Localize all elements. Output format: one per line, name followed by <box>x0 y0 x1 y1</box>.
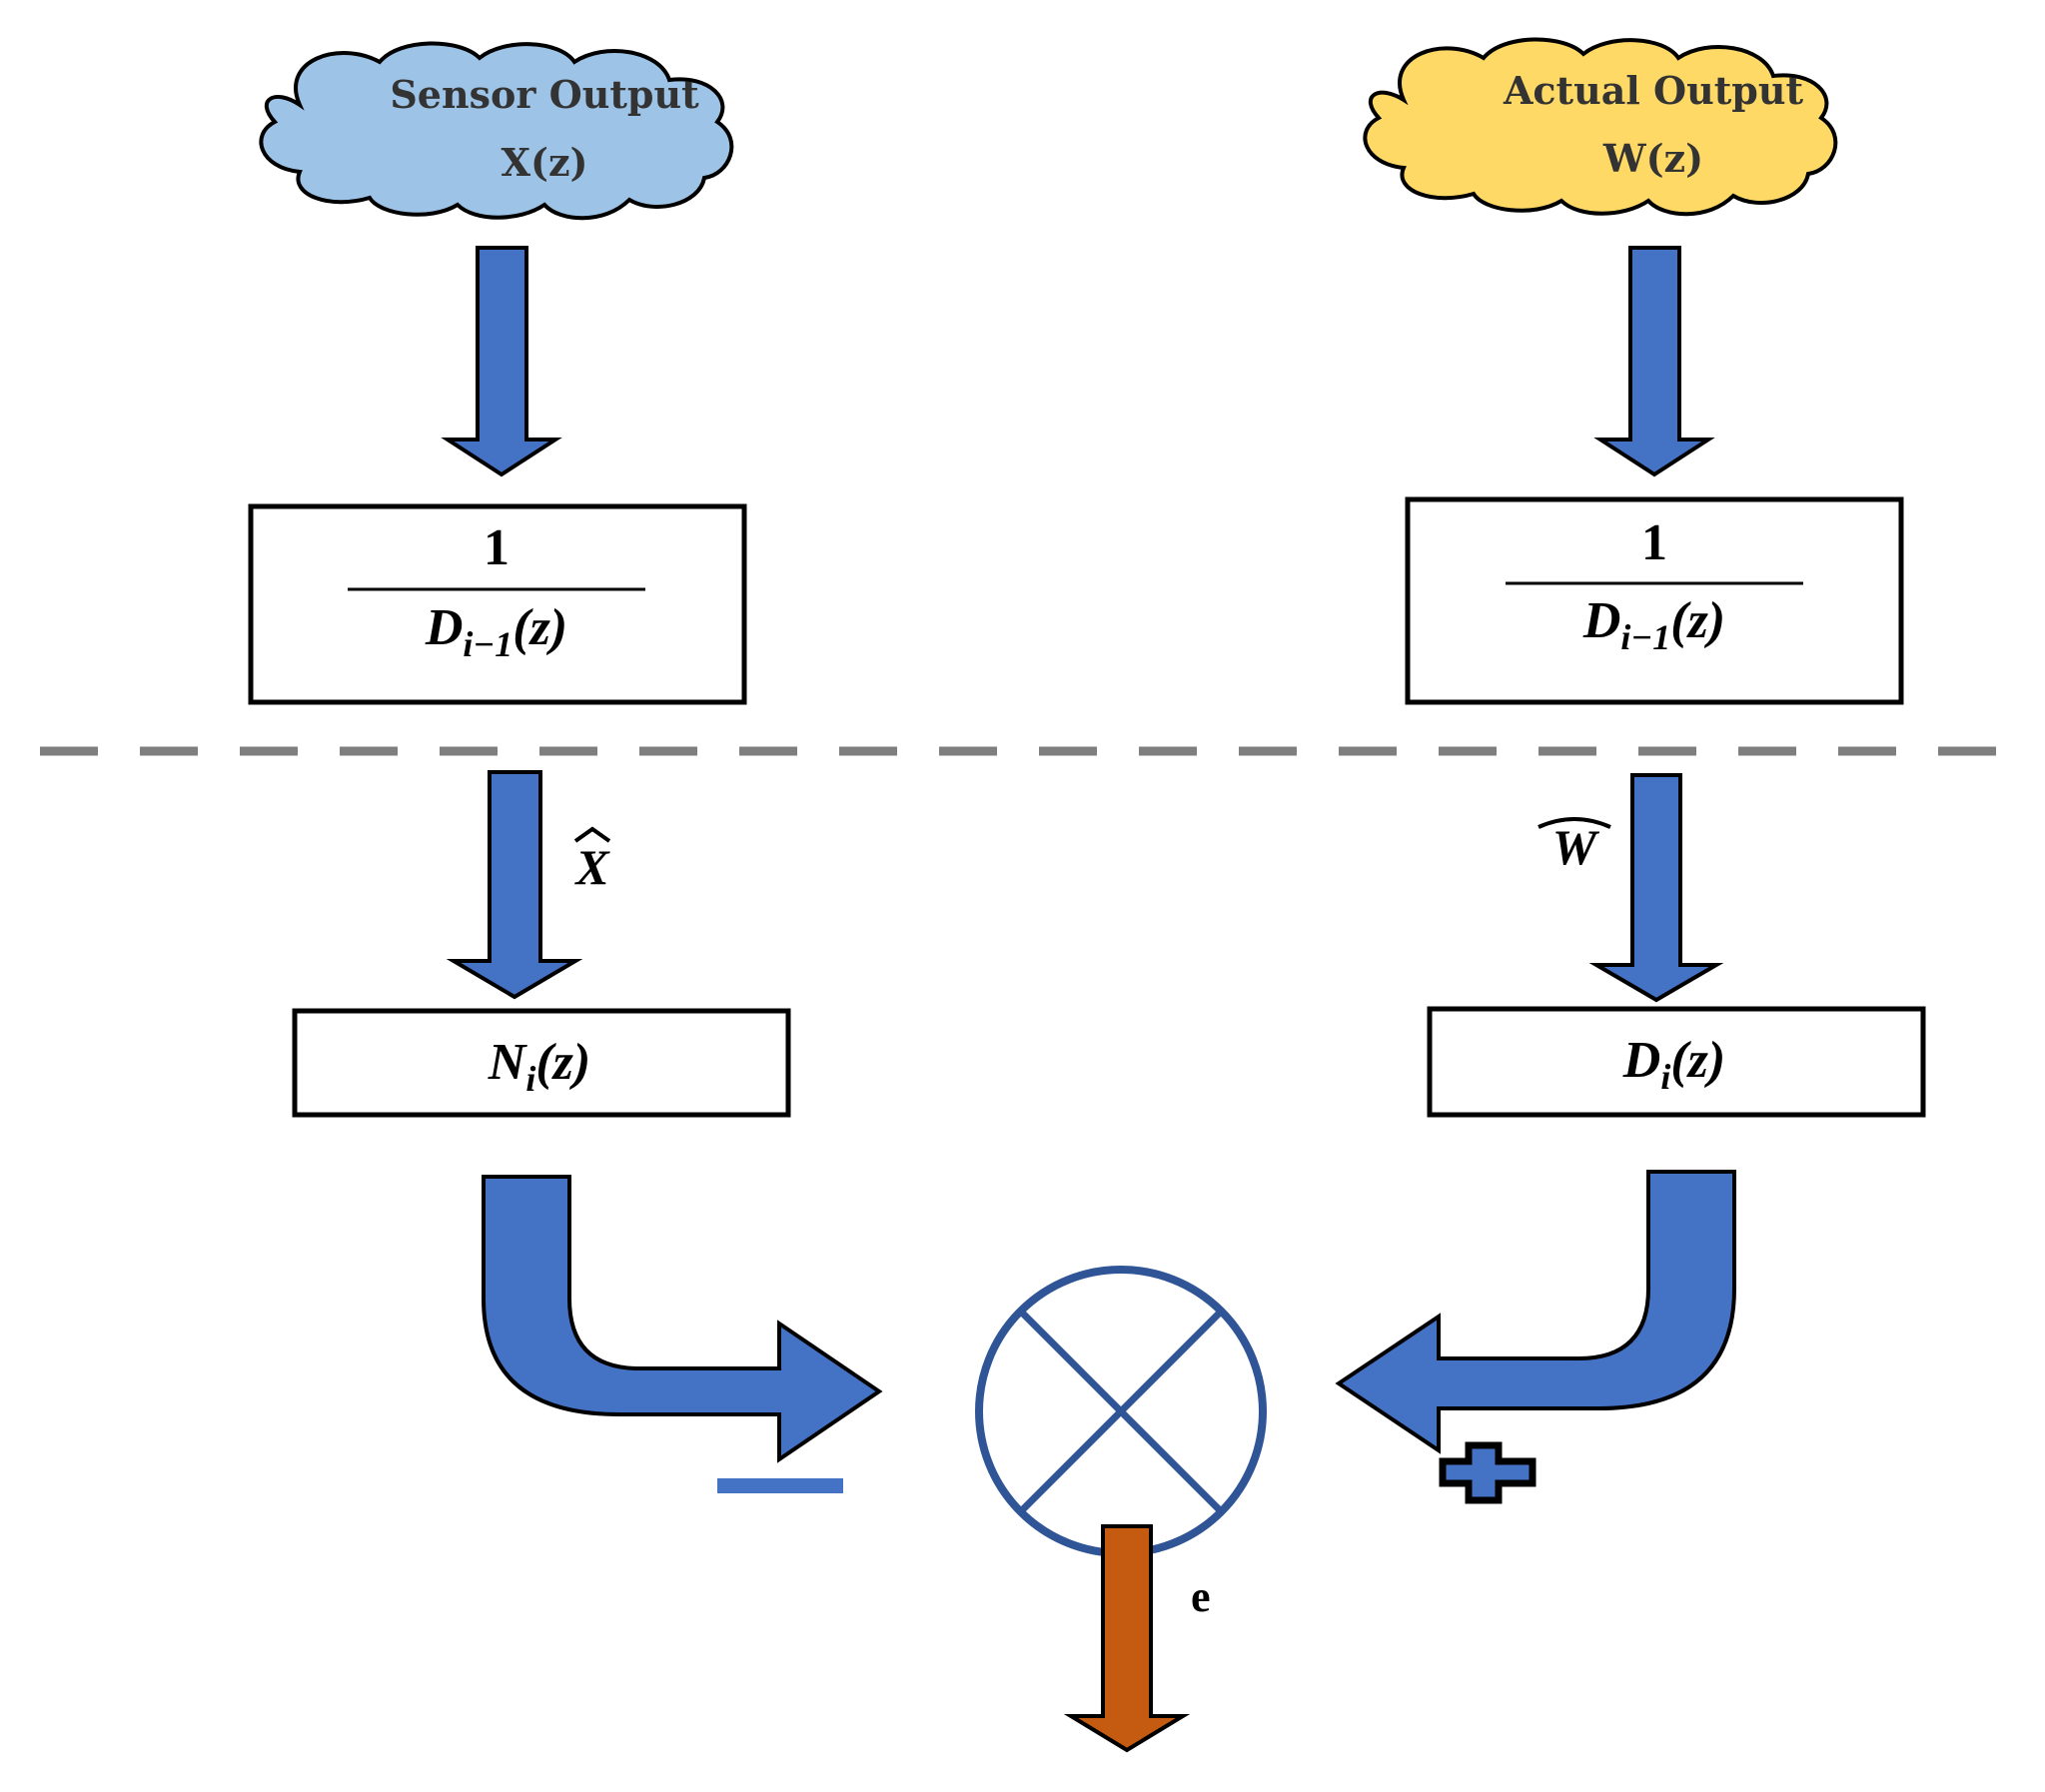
plus-sign <box>1439 1441 1536 1504</box>
x-hat-accent <box>573 826 611 843</box>
actual-output-title: Actual Output <box>1503 68 1804 113</box>
actual-output-signal: W(z) <box>1602 136 1703 181</box>
denominator-arg: (z) <box>1670 1032 1725 1089</box>
right-divider-box <box>1405 496 1904 705</box>
x-hat-label: X <box>573 826 611 895</box>
numerator-subscript: i <box>525 1059 535 1099</box>
numerator-arg: (z) <box>535 1034 590 1091</box>
right-divider-numerator: 1 <box>1641 514 1667 571</box>
arrow-actual-to-divider <box>1593 246 1715 477</box>
right-divider-base: D <box>1582 592 1621 649</box>
denominator-base: D <box>1622 1032 1661 1089</box>
denominator-block: Di(z) <box>1427 1006 1926 1118</box>
left-divider-subscript: i−1 <box>463 624 512 664</box>
bent-arrow-right <box>1335 1170 1736 1454</box>
minus-sign <box>717 1478 843 1493</box>
numerator-box <box>292 1008 791 1118</box>
arrow-what <box>1588 773 1724 1003</box>
w-hat-text: W <box>1552 819 1600 875</box>
w-hat-accent <box>1537 817 1611 829</box>
sensor-output-signal: X(z) <box>501 140 587 185</box>
error-label: e <box>1191 1572 1211 1621</box>
left-divider-numerator: 1 <box>484 519 510 576</box>
left-divider-box <box>248 503 747 705</box>
left-divider-block: 1 Di−1(z) <box>248 503 747 705</box>
right-divider-arg: (z) <box>1670 592 1725 649</box>
summing-cross-b <box>1018 1309 1224 1514</box>
denominator-expression: Di(z) <box>1622 1032 1725 1097</box>
numerator-block: Ni(z) <box>292 1008 791 1118</box>
left-divider-base: D <box>425 599 464 656</box>
denominator-box <box>1427 1006 1926 1118</box>
left-divider-arg: (z) <box>512 599 567 656</box>
actual-output-cloud: Actual Output W(z) <box>1363 37 1838 217</box>
sensor-output-title: Sensor Output <box>390 72 699 117</box>
sensor-cloud-shape <box>259 41 734 221</box>
arrow-xhat <box>446 770 583 1000</box>
right-divider-subscript: i−1 <box>1620 617 1670 657</box>
w-hat-label: W <box>1537 817 1611 875</box>
numerator-base: N <box>488 1034 528 1091</box>
summing-junction <box>975 1266 1267 1557</box>
numerator-expression: Ni(z) <box>488 1034 590 1099</box>
actual-cloud-shape <box>1363 37 1838 217</box>
sensor-output-cloud: Sensor Output X(z) <box>259 41 734 221</box>
arrow-sensor-to-divider <box>441 246 562 477</box>
left-divider-denominator: Di−1(z) <box>425 599 567 664</box>
error-arrow <box>1063 1524 1191 1753</box>
denominator-subscript: i <box>1660 1057 1670 1097</box>
right-divider-block: 1 Di−1(z) <box>1405 496 1904 705</box>
x-hat-text: X <box>573 839 610 895</box>
bent-arrow-left <box>482 1175 883 1463</box>
right-divider-denominator: Di−1(z) <box>1582 592 1725 657</box>
